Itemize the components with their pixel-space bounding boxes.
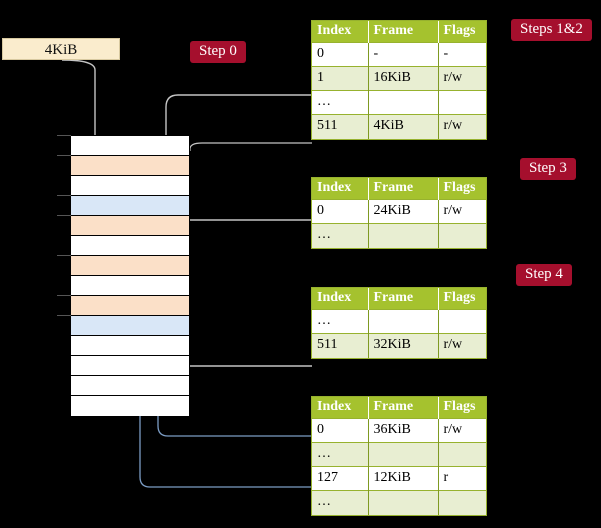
table-cell: 4KiB — [368, 114, 439, 139]
step-badge-step-3: Step 3 — [520, 158, 576, 180]
memory-frame-tick — [57, 155, 71, 156]
table-cell: r/w — [438, 333, 486, 358]
table-cell: 24KiB — [368, 199, 439, 224]
table-cell — [368, 442, 439, 467]
table-cell: - — [438, 42, 486, 67]
column-header: Flags — [438, 288, 486, 310]
physical-memory-column — [70, 135, 190, 416]
step-badge-step-0: Step 0 — [190, 41, 246, 63]
column-header: Index — [312, 397, 369, 419]
table-row: … — [312, 223, 486, 248]
table-cell: r/w — [438, 114, 486, 139]
table-row: … — [312, 490, 486, 515]
table-cell: 12KiB — [368, 466, 439, 491]
memory-frame-row — [71, 256, 189, 276]
table-cell: 32KiB — [368, 333, 439, 358]
table-cell: 0 — [312, 199, 369, 224]
memory-frame-tick — [57, 135, 71, 136]
table-row: 0-- — [312, 42, 486, 67]
table-cell — [368, 490, 439, 515]
memory-frame-tick — [57, 215, 71, 216]
table-cell — [438, 90, 486, 115]
table-row: … — [312, 90, 486, 115]
memory-frame-row — [71, 176, 189, 196]
table-cell — [438, 223, 486, 248]
wire-memory-to-l4 — [189, 142, 312, 151]
table-cell: … — [312, 223, 369, 248]
request-size-label: 4KiB — [44, 42, 78, 58]
table-cell: … — [312, 90, 369, 115]
table-cell: r/w — [438, 418, 486, 443]
table-cell — [438, 442, 486, 467]
memory-frame-row — [71, 296, 189, 316]
step-badge-label: Steps 1&2 — [520, 21, 583, 37]
memory-frame-row — [71, 336, 189, 356]
table-cell: 1 — [312, 66, 369, 91]
step-badge-step-4: Step 4 — [516, 264, 572, 286]
column-header: Frame — [368, 397, 439, 419]
table-cell: … — [312, 442, 369, 467]
step-badge-label: Step 0 — [199, 43, 237, 59]
memory-frame-row — [71, 356, 189, 376]
table-cell: 511 — [312, 114, 369, 139]
memory-frame-row — [71, 156, 189, 176]
table-cell: r/w — [438, 66, 486, 91]
memory-frame-row — [71, 136, 189, 156]
column-header: Flags — [438, 178, 486, 200]
column-header: Index — [312, 178, 369, 200]
memory-frame-row — [71, 196, 189, 216]
column-header: Flags — [438, 397, 486, 419]
step-badge-label: Step 4 — [525, 266, 563, 282]
column-header: Frame — [368, 288, 439, 310]
table-cell: … — [312, 490, 369, 515]
step-badge-steps-1-2: Steps 1&2 — [511, 19, 592, 41]
column-header: Index — [312, 21, 369, 43]
step-badge-label: Step 3 — [529, 160, 567, 176]
memory-frame-row — [71, 396, 189, 416]
table-cell: r — [438, 466, 486, 491]
column-header: Frame — [368, 21, 439, 43]
table-cell: 511 — [312, 333, 369, 358]
memory-frame-row — [71, 276, 189, 296]
table-cell: 0 — [312, 42, 369, 67]
memory-frame-row — [71, 316, 189, 336]
table-row: … — [312, 309, 486, 334]
table-cell — [368, 90, 439, 115]
request-size-box: 4KiB — [2, 38, 120, 60]
memory-frame-tick — [57, 195, 71, 196]
table-cell: 127 — [312, 466, 369, 491]
column-header: Index — [312, 288, 369, 310]
table-cell — [438, 490, 486, 515]
table-cell — [368, 309, 439, 334]
table-cell — [368, 223, 439, 248]
memory-frame-tick — [57, 315, 71, 316]
memory-frame-tick — [57, 255, 71, 256]
table-cell — [438, 309, 486, 334]
memory-frame-row — [71, 376, 189, 396]
column-header: Flags — [438, 21, 486, 43]
memory-frame-row — [71, 236, 189, 256]
table-row: … — [312, 442, 486, 467]
column-header: Frame — [368, 178, 439, 200]
table-cell: r/w — [438, 199, 486, 224]
table-cell: 0 — [312, 418, 369, 443]
table-cell: 36KiB — [368, 418, 439, 443]
table-cell: … — [312, 309, 369, 334]
memory-frame-tick — [57, 295, 71, 296]
table-cell: 16KiB — [368, 66, 439, 91]
memory-frame-row — [71, 216, 189, 236]
table-cell: - — [368, 42, 439, 67]
